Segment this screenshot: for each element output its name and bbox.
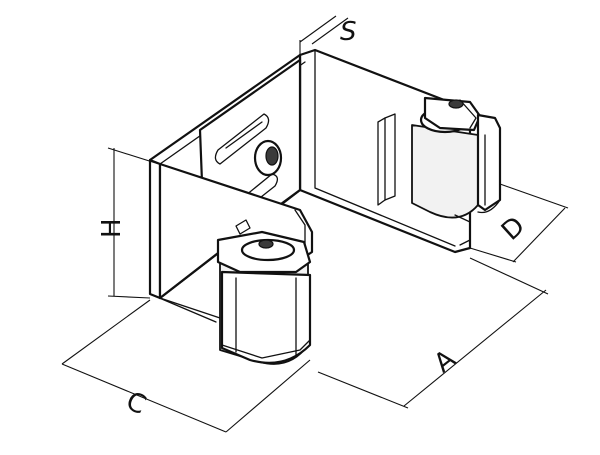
dimension-a: A — [317, 257, 549, 409]
dimension-a-label: A — [429, 344, 462, 379]
dimension-h: H — [97, 147, 163, 299]
dimension-d-label: D — [496, 211, 531, 247]
front-wheel — [216, 219, 312, 365]
rear-wheel — [411, 96, 502, 246]
dimension-h-label: H — [97, 218, 127, 238]
dimension-c-label: C — [121, 386, 150, 421]
dimension-s: S — [299, 15, 357, 55]
dimension-s-label: S — [340, 17, 357, 47]
